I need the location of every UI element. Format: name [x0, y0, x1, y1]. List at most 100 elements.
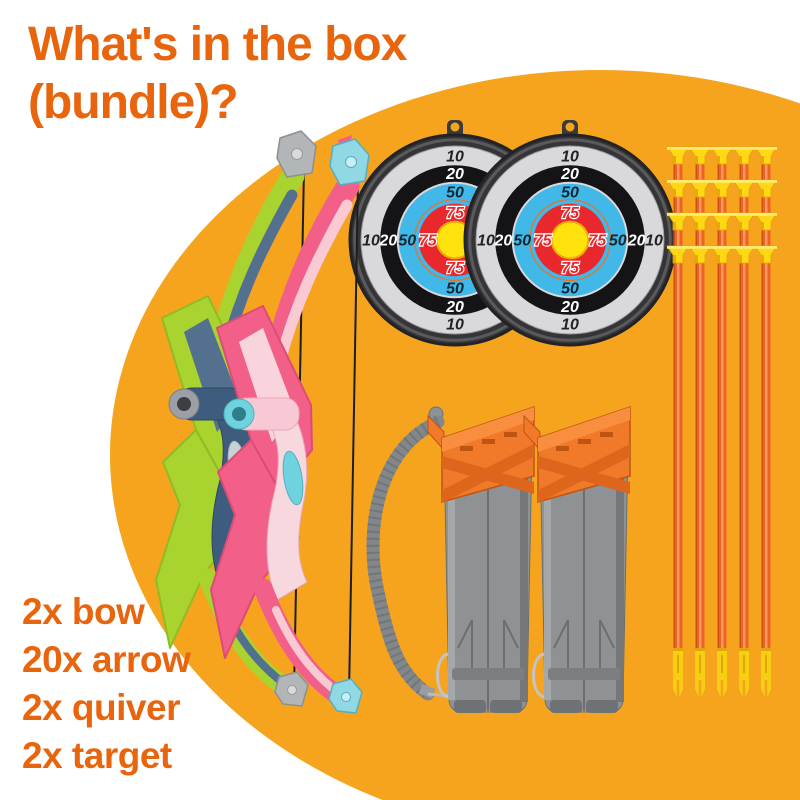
arrow-suction-cup-rim [689, 147, 711, 150]
quiver-panel-line [553, 619, 569, 668]
arrow-shaft-highlight [721, 162, 724, 650]
target-ring-value: 10 [446, 149, 464, 166]
contents-item-target: 2x target [22, 735, 172, 776]
arrow-suction-cup-rim [689, 246, 711, 249]
target-ring-value: 10 [645, 233, 663, 250]
suction-arrow-column [732, 146, 756, 697]
arrow-shaft-highlight [699, 162, 702, 650]
quiver-cap-top-band [538, 407, 630, 452]
arrow-suction-cup-rim [755, 213, 777, 216]
suction-arrow-column [688, 146, 712, 697]
arrow-suction-cup-shade [761, 189, 764, 197]
bow-upper-limb-inlay [274, 199, 353, 368]
arrow-shaft-edge [761, 162, 763, 650]
arrow-nock-band [739, 648, 749, 651]
arrow-shaft-highlight [743, 162, 746, 650]
arrow-suction-cup-rim [667, 246, 689, 249]
arrow-suction-cup-rim [755, 147, 777, 150]
target-ring-value: 75 [446, 205, 465, 222]
bow-cam-bolt [341, 692, 351, 702]
target-ring-value: 20 [627, 233, 646, 250]
arrow-suction-cup-shade [761, 255, 764, 263]
target-rim-bevel [468, 138, 672, 342]
arrow-nock-prong [701, 680, 705, 697]
arrows-layer [666, 146, 778, 697]
quiver-panel-line [599, 619, 615, 668]
arrow-shaft-edge [695, 162, 697, 650]
bow-cam-bolt [287, 685, 297, 695]
quiver-cap-brace [442, 444, 534, 503]
suction-arrow-column [754, 146, 778, 697]
arrow-suction-cup-shade [673, 255, 676, 263]
quiver-panel-line [503, 619, 519, 668]
arrow-nock-band [717, 648, 727, 651]
arrow-suction-cup-rim [733, 180, 755, 183]
target-ring-value: 50 [446, 185, 464, 202]
arrow-suction-cup-shade [695, 189, 698, 197]
quiver-body-highlight [544, 452, 551, 700]
quiver-cap-top-band [442, 407, 534, 452]
target-ring-value: 20 [560, 299, 579, 316]
target-ring-value: 10 [477, 233, 495, 250]
arrow-nock-band [761, 648, 771, 651]
arrow-suction-cup-shade [695, 222, 698, 230]
arrow-suction-cup-rim [711, 147, 733, 150]
title-line-2: (bundle)? [28, 76, 239, 129]
arrow-suction-cup-shade [717, 255, 720, 263]
arrow-suction-cup-shade [673, 156, 676, 164]
arrow-suction-cup-shade [739, 156, 742, 164]
quiver-wire-clip [532, 652, 545, 699]
arrow-nock-band [695, 648, 705, 651]
arrow-suction-cup-shade [695, 156, 698, 164]
quiver-strap [366, 406, 453, 701]
suction-arrow-column [666, 146, 690, 697]
bow-grip-slot [282, 450, 304, 506]
arrow-nock-prong [745, 680, 749, 697]
quiver [427, 405, 535, 713]
bow-muzzle-bore [232, 407, 246, 421]
arrow-suction-cup-shade [739, 222, 742, 230]
target-ring-value: 10 [561, 149, 579, 166]
arrow-suction-cup-rim [667, 213, 689, 216]
target-ring-value: 20 [445, 299, 464, 316]
quiver-cap-slot [556, 446, 569, 451]
target-ring-value: 10 [561, 317, 579, 334]
arrow-shaft-highlight [765, 162, 768, 650]
target-ring-value: 20 [560, 166, 579, 183]
arrow-nock-prong [739, 680, 743, 697]
target-ring-value: 75 [588, 233, 607, 250]
arrow-nock-prong [679, 680, 683, 697]
target-ring-value: 75 [561, 205, 580, 222]
page-title: What's in the box (bundle)? [28, 16, 407, 132]
contents-item-quiver: 2x quiver [22, 687, 180, 728]
target-ring-value: 50 [513, 233, 531, 250]
quiver-cap-slot [578, 439, 591, 444]
arrow-suction-cup-shade [761, 222, 764, 230]
contents-item-bow: 2x bow [22, 591, 145, 632]
arrow-nock-prong [723, 680, 727, 697]
target-ring-value: 75 [419, 233, 438, 250]
bow-cam-bolt [291, 148, 303, 160]
contents-item-arrow: 20x arrow [22, 639, 191, 680]
quiver [523, 405, 631, 713]
arrow-shaft-edge [739, 162, 741, 650]
arrow-nock-prong [717, 680, 721, 697]
arrow-suction-cup-shade [739, 189, 742, 197]
arrow-shaft-highlight [677, 162, 680, 650]
arrow-suction-cup-rim [755, 246, 777, 249]
quiver-body-shadow [520, 452, 528, 702]
arrow-nock-band [673, 648, 683, 651]
target-ring-value: 10 [446, 317, 464, 334]
arrow-suction-cup-rim [667, 147, 689, 150]
arrow-shaft-edge [673, 162, 675, 650]
arrow-suction-cup-shade [739, 255, 742, 263]
arrow-suction-cup-rim [689, 180, 711, 183]
arrow-suction-cup-shade [761, 156, 764, 164]
arrow-suction-cup-rim [755, 180, 777, 183]
arrow-nock-slit [699, 655, 701, 673]
target-hanger-hole [565, 122, 575, 132]
strap-weave [366, 416, 441, 700]
quiver-foot [454, 700, 486, 713]
